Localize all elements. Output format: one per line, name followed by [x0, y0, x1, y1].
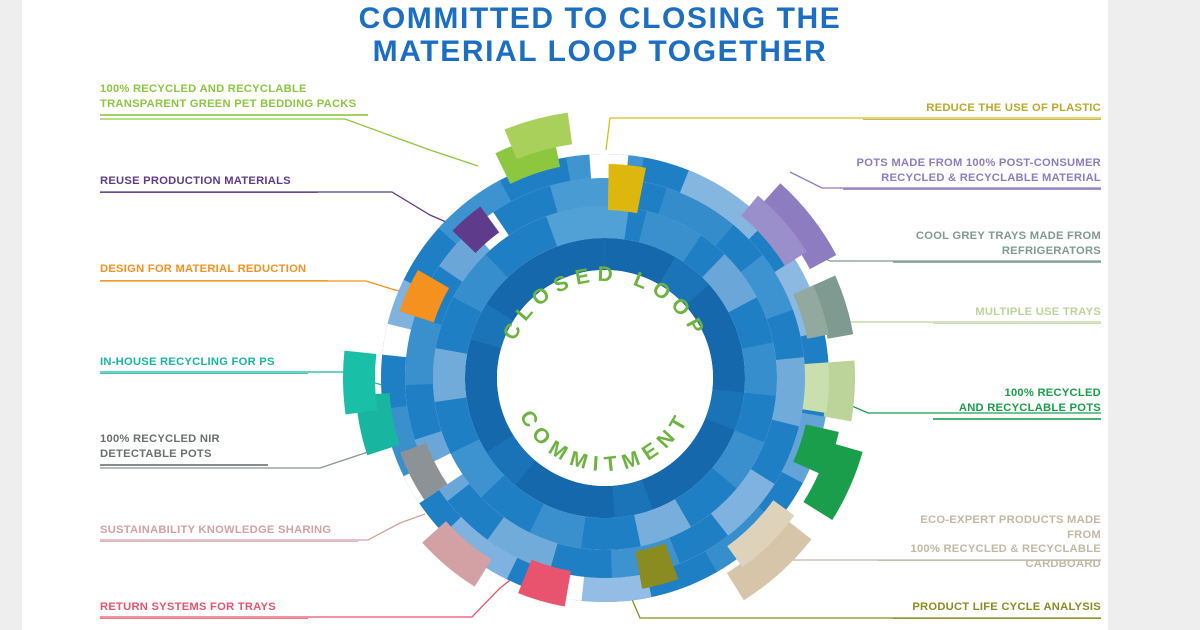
accent-in-house-recycling-2	[343, 350, 378, 415]
leader-reuse-production	[100, 191, 461, 229]
accent-multiple-use-trays	[823, 360, 856, 422]
letterbox-bar-right	[1108, 0, 1200, 630]
accent-post-consumer-pots	[760, 183, 837, 270]
ring-mosaic-tile-34	[470, 303, 514, 349]
ring-mosaic-tile-10	[771, 357, 805, 427]
ring-mosaic-tile-31	[705, 389, 745, 431]
callout-label-eco-expert-cardboard[interactable]: ECO-EXPERT PRODUCTS MADE FROM 100% RECYC…	[910, 514, 1101, 570]
accent-reduce-plastic-core	[607, 164, 646, 214]
ring-mosaic-tile-32	[612, 479, 653, 518]
callout-rule-multiple-use-trays	[933, 322, 1101, 325]
callout-label-recyclable-pots[interactable]: 100% RECYCLED AND RECYCLABLE POTS	[958, 387, 1101, 414]
callout-rule-eco-expert-cardboard	[878, 559, 1101, 562]
accent-post-consumer-pots-2	[741, 195, 807, 266]
ring-mosaic-tile-20	[443, 516, 518, 580]
ring-mosaic-tile-0	[546, 206, 629, 247]
accent-multiple-use-trays-2	[802, 362, 829, 414]
leader-reduce-plastic	[605, 117, 1101, 151]
accent-nir-pots	[400, 442, 448, 500]
callout-label-bedding-packs[interactable]: 100% RECYCLED AND RECYCLABLE TRANSPARENT…	[100, 83, 357, 110]
callout-label-knowledge-sharing[interactable]: SUSTAINABILITY KNOWLEDGE SHARING	[100, 524, 332, 536]
ring-mosaic-tile-6	[702, 254, 757, 313]
ring-mosaic-tile-9	[741, 342, 777, 396]
ring-mosaic-tile-12	[712, 430, 765, 489]
callout-label-post-consumer-pots[interactable]: POTS MADE FROM 100% POST-CONSUMER RECYCL…	[856, 157, 1101, 184]
ring-mosaic-tile-15	[634, 499, 691, 547]
ring-mosaic-tile-17	[566, 573, 652, 602]
ring-mosaic-tile-33	[486, 435, 536, 486]
ring-mosaic-tile-19	[487, 517, 558, 571]
accent-design-reduction	[399, 270, 450, 323]
ring-notch-3	[382, 323, 411, 358]
callout-label-cool-grey-trays[interactable]: COOL GREY TRAYS MADE FROM REFRIGERATORS	[915, 230, 1101, 257]
ring-mosaic-tile-25	[404, 316, 442, 385]
letterbox-bar-left	[0, 0, 22, 630]
callout-label-reduce-plastic[interactable]: REDUCE THE USE OF PLASTIC	[926, 102, 1101, 114]
ring-mosaic-tile-7	[740, 254, 793, 320]
ring-mosaic-tile-1	[549, 177, 619, 213]
accent-knowledge-sharing	[422, 521, 492, 587]
accent-recyclable-pots-2	[793, 424, 839, 476]
callout-rule-reuse-production	[100, 191, 318, 194]
accent-return-systems	[518, 559, 571, 607]
callout-rule-in-house-recycling	[100, 372, 308, 375]
callout-rule-return-systems	[100, 617, 308, 620]
callout-label-nir-pots[interactable]: 100% RECYCLED NIR DETECTABLE POTS	[100, 433, 220, 460]
callout-rule-design-reduction	[100, 279, 328, 282]
accent-recyclable-pots	[803, 442, 863, 521]
ring-mosaic-tile-3	[638, 211, 702, 262]
callout-rule-recyclable-pots	[933, 418, 1101, 420]
accent-bedding-packs-2	[504, 112, 573, 160]
ring-mosaic-tile-24	[432, 348, 468, 402]
callout-rule-life-cycle-analysis	[893, 617, 1101, 620]
ring-mosaic-tile-27	[453, 254, 508, 313]
leader-return-systems	[100, 573, 519, 618]
title-line-2: MATERIAL LOOP TOGETHER	[372, 35, 828, 68]
callout-rule-bedding-packs	[100, 114, 368, 116]
ring-mosaic-tile-21	[450, 439, 505, 498]
leader-design-reduction	[100, 280, 419, 296]
accent-cool-grey-trays-2	[793, 285, 829, 339]
ring-mosaic-tile-4	[658, 187, 734, 247]
callout-label-design-reduction[interactable]: DESIGN FOR MATERIAL REDUCTION	[100, 263, 307, 275]
callout-label-multiple-use-trays[interactable]: MULTIPLE USE TRAYS	[975, 306, 1101, 318]
callout-rule-nir-pots	[100, 464, 268, 466]
accent-cool-grey-trays	[811, 275, 854, 339]
ring-mosaic-tile-18	[529, 503, 586, 549]
callout-rule-reduce-plastic	[863, 118, 1101, 121]
callout-rule-post-consumer-pots	[843, 188, 1101, 190]
accent-segments-group	[343, 112, 863, 607]
ring-mosaic-tile-30	[659, 256, 710, 306]
accent-eco-expert-cardboard	[726, 519, 812, 601]
callout-label-return-systems[interactable]: RETURN SYSTEMS FOR TRAYS	[100, 601, 276, 613]
accent-eco-expert-cardboard-2	[727, 500, 795, 568]
callout-label-life-cycle-analysis[interactable]: PRODUCT LIFE CYCLE ANALYSIS	[912, 601, 1101, 613]
callout-rule-knowledge-sharing	[100, 540, 358, 543]
accent-life-cycle-core	[635, 543, 678, 587]
ring-mosaic-tile-5	[679, 170, 767, 240]
leader-bedding-packs	[100, 118, 479, 167]
page-title: COMMITTED TO CLOSING THE MATERIAL LOOP T…	[0, 2, 1200, 68]
callout-label-reuse-production[interactable]: REUSE PRODUCTION MATERIALS	[100, 175, 291, 187]
callout-rule-cool-grey-trays	[893, 261, 1101, 263]
center-hub	[497, 270, 713, 486]
accent-reuse-production	[452, 206, 500, 253]
callout-label-in-house-recycling[interactable]: IN-HOUSE RECYCLING FOR PS	[100, 356, 275, 368]
leader-knowledge-sharing	[100, 513, 426, 541]
ring-mosaic-tile-13	[710, 469, 775, 536]
title-line-1: COMMITTED TO CLOSING THE	[358, 2, 842, 35]
